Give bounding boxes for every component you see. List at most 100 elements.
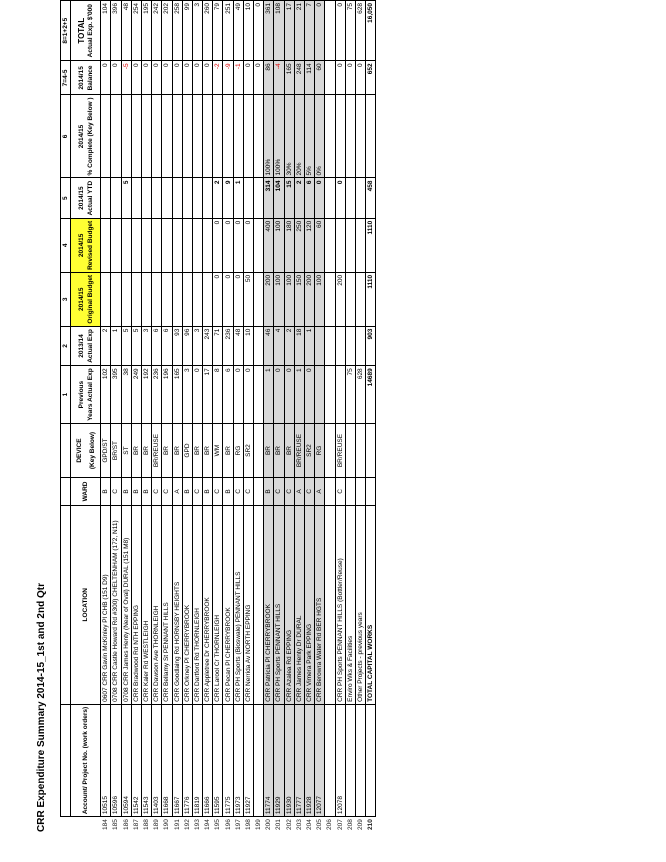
header-col-7-label: Balance <box>86 65 94 91</box>
account-cell <box>365 704 376 817</box>
pct-complete-cell <box>121 94 132 178</box>
account-cell: 11973 <box>233 704 244 817</box>
balance-cell: 248 <box>294 60 305 95</box>
row-number: 204 <box>304 816 315 832</box>
account-cell: 11819 <box>192 704 203 817</box>
device-cell: GPD/ST <box>100 423 111 478</box>
revised-budget-cell: 0 <box>243 218 254 273</box>
original-budget-cell <box>110 272 122 327</box>
ward-cell: C <box>233 477 244 506</box>
balance-cell: 114 <box>304 60 315 95</box>
header-col-6-label: % Complete (Key Below ) <box>86 97 94 176</box>
original-budget-cell <box>192 272 203 327</box>
prev-years-cell: 1 <box>263 365 274 424</box>
account-cell: 11668 <box>161 704 172 817</box>
revised-budget-cell <box>100 218 111 273</box>
total-cell <box>324 0 335 61</box>
prev-years-cell: 249 <box>131 365 142 424</box>
actual-ytd-cell <box>161 177 172 219</box>
prev-years-cell: 38 <box>121 365 132 424</box>
ward-cell <box>355 477 366 506</box>
row-number: 192 <box>183 819 191 830</box>
actual-ytd-cell: 314 <box>263 177 274 219</box>
total-cell: 17 <box>284 0 295 61</box>
pct-complete-cell <box>141 94 152 178</box>
location-cell <box>253 505 264 705</box>
total-revised-budget: 1110 <box>365 218 376 273</box>
column-number: 4 <box>60 218 71 273</box>
pct-complete-cell <box>100 94 111 178</box>
total-cell: 79 <box>212 0 223 61</box>
ward-cell: B <box>182 477 193 506</box>
total-original-budget: 1110 <box>365 272 376 327</box>
account-cell: 11543 <box>141 704 152 817</box>
total-cell: 104 <box>100 0 111 61</box>
pct-complete-cell <box>212 94 223 178</box>
pct-complete-cell <box>243 94 254 178</box>
device-cell: BR/REUSE <box>151 423 162 478</box>
row-number: 208 <box>346 819 354 830</box>
actual-1314-cell: 5 <box>131 326 142 366</box>
original-budget-cell: 200 <box>335 272 346 327</box>
ward-cell: C <box>110 477 122 506</box>
row-number <box>61 817 71 832</box>
device-cell: BR <box>172 423 183 478</box>
location-cell: CRR Pecan Pl CHERRYBROOK <box>222 505 234 705</box>
account-cell <box>345 704 356 817</box>
total-actual-1314: 903 <box>365 326 376 366</box>
balance-cell: 0 <box>161 60 172 95</box>
ward-cell: B <box>141 477 152 506</box>
device-cell: BR/REUSE <box>294 423 305 478</box>
device-cell: RG <box>233 423 244 478</box>
header-account: Account/ Project No. (work orders) <box>70 704 101 817</box>
header-col-1-label: Years Actual Exp <box>86 368 94 421</box>
pct-complete-cell <box>131 94 142 178</box>
total-prev-years: 14689 <box>365 365 376 424</box>
column-number: 6 <box>60 94 71 178</box>
header-col-5-label: Actual YTD <box>86 180 94 216</box>
account-cell: 11929 <box>273 704 285 817</box>
actual-ytd-cell <box>192 177 203 219</box>
location-cell: Enviro Wks & Facilities <box>345 505 356 705</box>
total-cell: 7 <box>304 0 315 61</box>
account-cell: 11928 <box>304 704 315 817</box>
pct-complete-cell <box>335 94 346 178</box>
pct-complete-cell <box>172 94 183 178</box>
row-number <box>71 817 101 832</box>
location-cell: CRR Bellamy St PENNANT HILLS <box>161 505 172 705</box>
row-number: 194 <box>204 819 212 830</box>
pct-complete-cell <box>233 94 244 178</box>
total-cell: 75 <box>345 0 356 61</box>
prev-years-cell: 0 <box>273 365 285 424</box>
total-cell: 21 <box>294 0 305 61</box>
actual-ytd-cell: 0 <box>335 177 346 219</box>
header-col-6-top: 2014/15 <box>77 124 85 149</box>
device-cell: BR <box>263 423 274 478</box>
revised-budget-cell: 250 <box>294 218 305 273</box>
total-cell: 258 <box>172 0 183 61</box>
header-location: LOCATION <box>70 505 101 705</box>
original-budget-cell: 200 <box>263 272 274 327</box>
pct-complete-cell <box>151 94 162 178</box>
device-cell: SR2 <box>243 423 254 478</box>
device-cell: BR/ST <box>110 423 122 478</box>
actual-1314-cell: 46 <box>263 326 274 366</box>
balance-cell: -1 <box>233 60 244 95</box>
actual-ytd-cell: 1 <box>233 177 244 219</box>
actual-ytd-cell: 15 <box>284 177 295 219</box>
account-cell: 10515 <box>100 704 111 817</box>
prev-years-cell <box>253 365 264 424</box>
account-cell <box>324 704 335 817</box>
row-number: 209 <box>356 819 364 830</box>
row-number: 193 <box>193 819 201 830</box>
row-number: 206 <box>326 819 334 830</box>
location-cell: CRR Nerrida Av NORTH EPPING <box>243 505 254 705</box>
ward-cell: C <box>304 477 315 506</box>
header-col-2-label: Actual Exp <box>86 329 94 363</box>
row-number: 191 <box>173 819 181 830</box>
pct-complete-cell: 20% <box>294 94 305 178</box>
